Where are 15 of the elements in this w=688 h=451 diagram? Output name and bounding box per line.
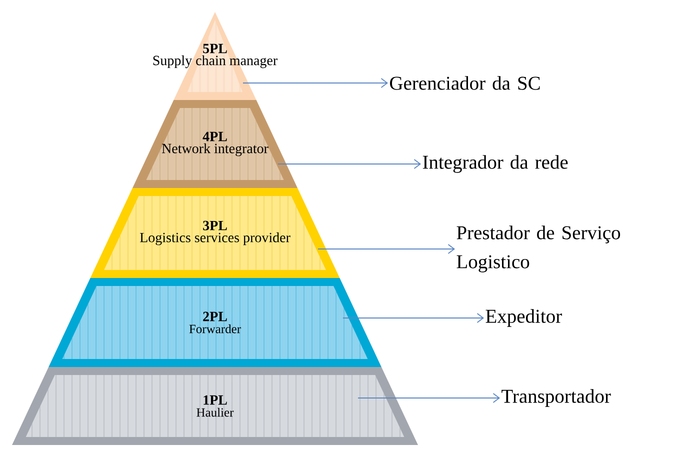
label-text: Integrador da rede <box>422 155 568 173</box>
pyramid-layer: 2PL Forwarder <box>48 278 382 367</box>
arrow <box>358 393 500 403</box>
label-text: Gerenciador da SC <box>390 76 540 90</box>
label-text: Transportador <box>502 389 611 407</box>
pyramid-layer: 1PL Haulier <box>12 367 418 445</box>
label-text: Expeditor <box>486 309 562 327</box>
pyramid-layer: 3PL Logistics services provider <box>90 188 340 278</box>
label-text: Prestador de Serviço Logistico <box>456 226 620 272</box>
arrow <box>342 313 484 323</box>
arrow <box>318 244 455 254</box>
arrow <box>242 78 388 88</box>
pyramid-layer: 4PL Network integrator <box>132 100 298 188</box>
arrow <box>278 159 421 169</box>
pyramid-layer: 5PL Supply chain manager <box>153 12 278 100</box>
